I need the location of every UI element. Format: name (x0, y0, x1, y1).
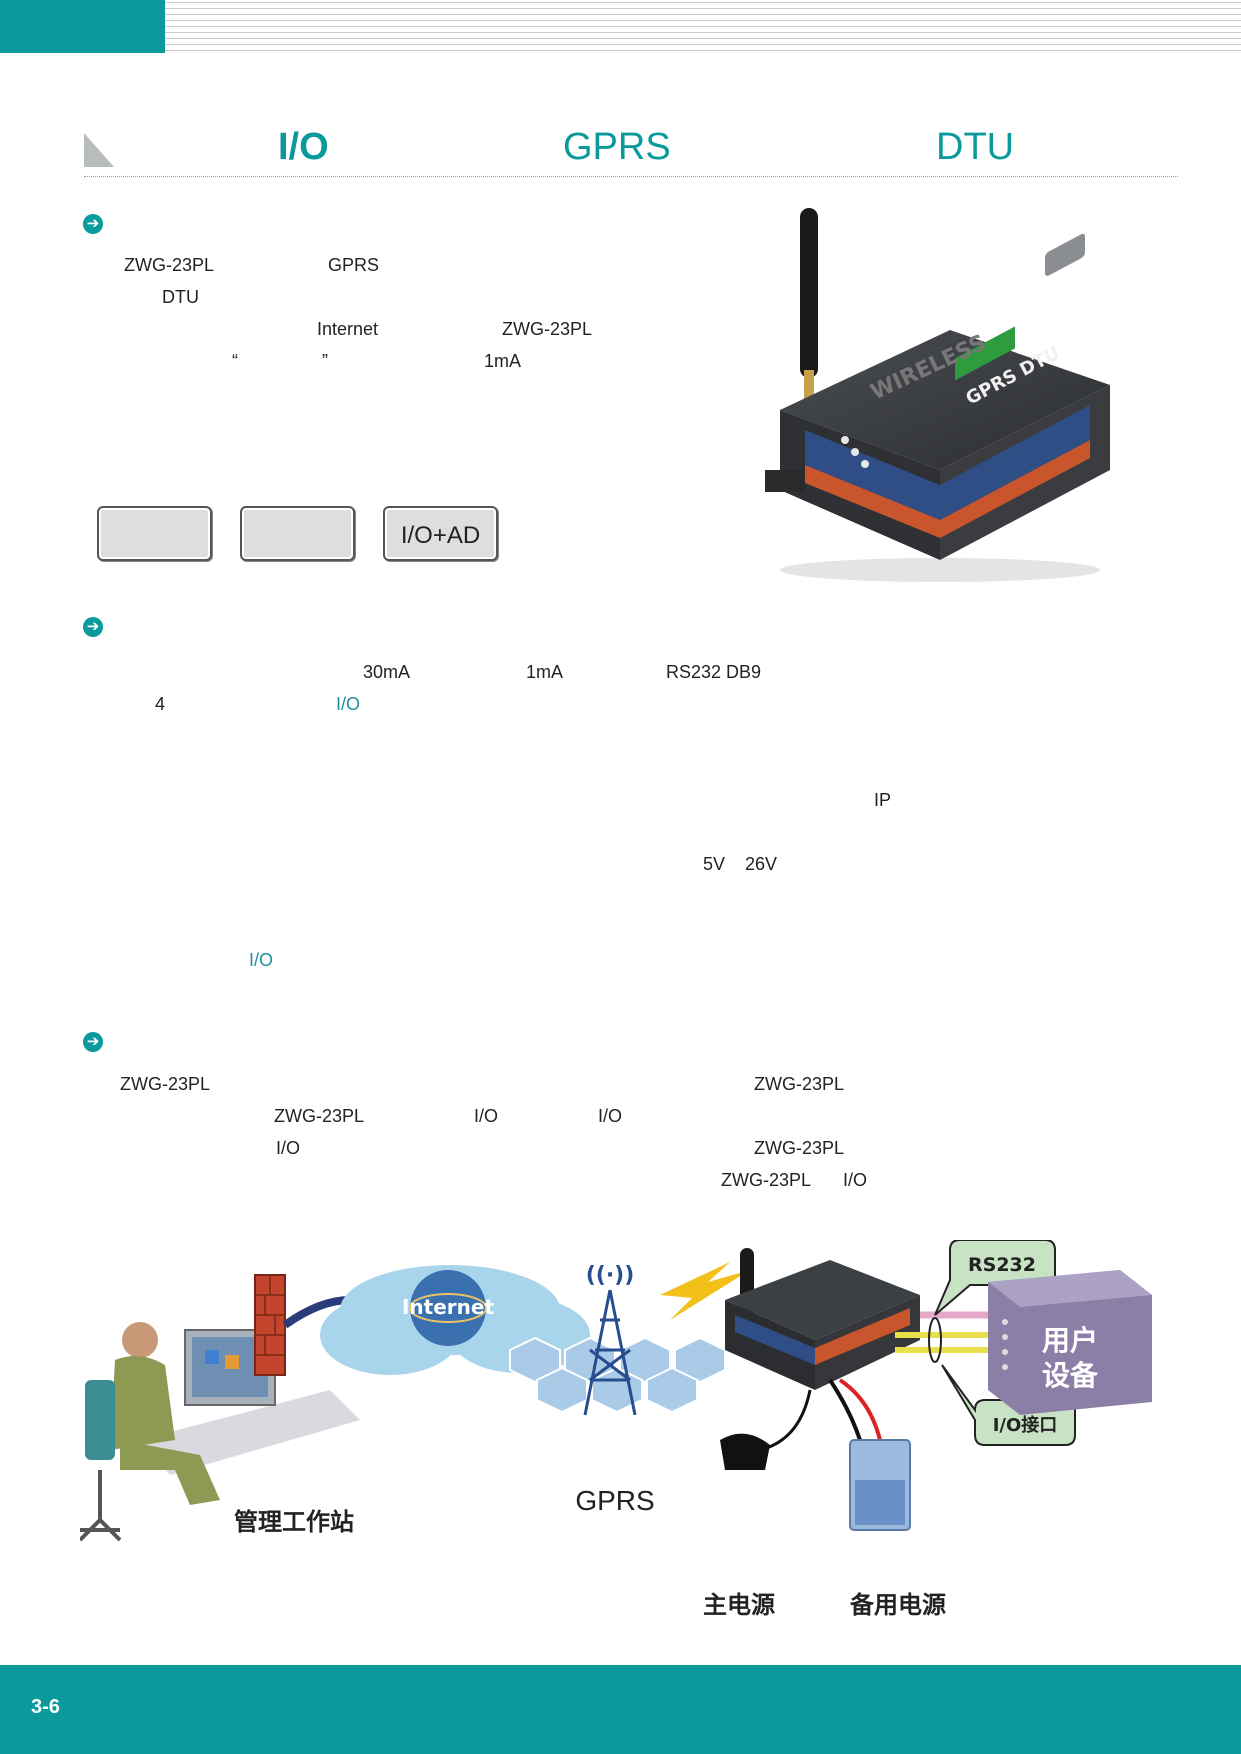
desk-icon (140, 1390, 360, 1475)
corner-triangle-icon (84, 133, 114, 167)
gprs-label: GPRS (575, 1485, 654, 1516)
backup-power-label: 备用电源 (850, 1591, 946, 1619)
s3-text: I/O (843, 1170, 868, 1190)
footer-band (0, 1665, 1241, 1754)
feature-button-1[interactable] (97, 506, 212, 561)
s1-text: DTU (162, 287, 199, 307)
section-arrow-icon: ➔ (83, 214, 103, 234)
s3-text: I/O (598, 1106, 623, 1126)
globe-icon (410, 1270, 486, 1346)
s1-text: ZWG-23PL (124, 255, 215, 275)
s1-text: 1mA (484, 351, 522, 371)
s2-text: RS232 DB9 (666, 662, 762, 682)
s1-text: GPRS (328, 255, 380, 275)
s3-text: ZWG-23PL (120, 1074, 211, 1094)
s2-text: 4 (155, 694, 166, 714)
title-divider (84, 176, 1178, 177)
title-word-io: I/O (278, 126, 329, 168)
s2-io-link: I/O (336, 694, 361, 714)
device-photo: WIRELESS GPRS DTU (765, 208, 1110, 582)
main-power-adapter-icon (720, 1433, 770, 1470)
s2-text: 1mA (526, 662, 564, 682)
user-device-label-line2: 设备 (1042, 1359, 1099, 1392)
cell-network-icon (509, 1336, 726, 1414)
s2-text: 5V (703, 854, 726, 874)
user-device-label-line1: 用户 (1042, 1324, 1098, 1357)
io-port-label: I/O接口 (993, 1414, 1058, 1436)
s2-text: 26V (745, 854, 778, 874)
title-word-dtu: DTU (936, 126, 1015, 168)
gprs-tower-icon (583, 1289, 637, 1416)
feature-button-2[interactable] (240, 506, 355, 561)
s1-text: ZWG-23PL (502, 319, 593, 339)
s1-text: ” (322, 351, 328, 371)
dtu-device-icon (725, 1260, 920, 1340)
rs232-label: RS232 (968, 1254, 1036, 1276)
antenna-icon (800, 208, 818, 378)
workstation-label: 管理工作站 (234, 1508, 354, 1536)
person-icon (122, 1322, 158, 1358)
main-power-label: 主电源 (703, 1591, 775, 1619)
s3-text: ZWG-23PL (721, 1170, 812, 1190)
s1-text: “ (232, 351, 238, 371)
header-stripes (165, 2, 1241, 52)
s3-text: I/O (276, 1138, 301, 1158)
s2-text: 30mA (363, 662, 411, 682)
s3-text: ZWG-23PL (274, 1106, 365, 1126)
chair-icon (85, 1380, 115, 1460)
header-teal-block (0, 0, 165, 53)
s3-text: I/O (474, 1106, 499, 1126)
lightning-icon (660, 1262, 750, 1320)
s2-io-link: I/O (249, 950, 274, 970)
s3-text: ZWG-23PL (754, 1138, 845, 1158)
feature-button-io-ad[interactable]: I/O+AD (383, 506, 498, 561)
page-number: 3-6 (31, 1696, 60, 1718)
system-diagram: Internet ((·)) GPRS RS232 I/O接口 用户 设备 (80, 1240, 1152, 1542)
s2-text: IP (874, 790, 892, 810)
user-device-icon (988, 1270, 1152, 1415)
signal-waves-icon: ((·)) (586, 1263, 635, 1288)
s1-text: Internet (317, 319, 379, 339)
title-word-gprs: GPRS (563, 126, 671, 168)
internet-label: Internet (402, 1295, 494, 1319)
section-arrow-icon: ➔ (83, 617, 103, 637)
section-arrow-icon: ➔ (83, 1032, 103, 1052)
s3-text: ZWG-23PL (754, 1074, 845, 1094)
